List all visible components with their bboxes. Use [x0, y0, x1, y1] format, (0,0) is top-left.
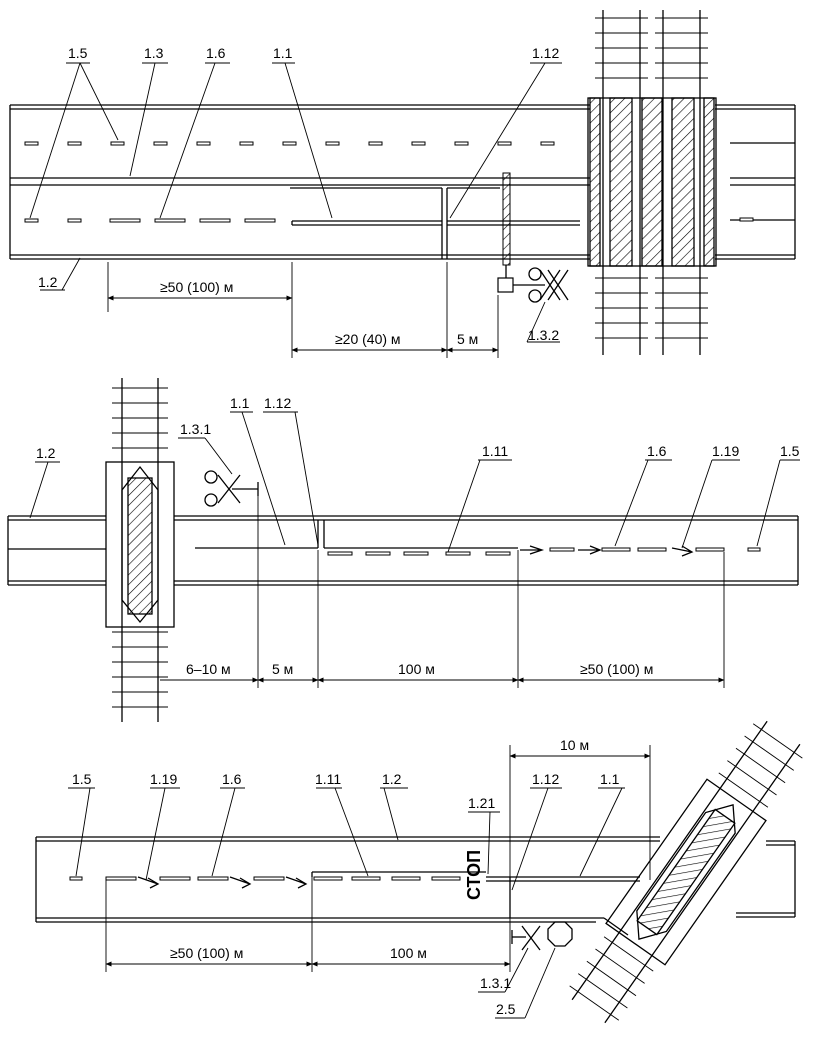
dim-50-100m: ≥50 (100) м: [580, 661, 653, 677]
dim-100m: 100 м: [390, 945, 427, 961]
label-1-5: 1.5: [68, 45, 88, 61]
road-1-edges: [9, 104, 796, 260]
road-word-stop: СТОП: [464, 850, 484, 900]
lane-line-1-5-upper: [24, 141, 754, 222]
label-1-3-1: 1.3.1: [480, 975, 511, 991]
sign-1-3-1-icon: [204, 470, 259, 507]
label-1-6: 1.6: [647, 443, 667, 459]
diagram-1: 1.5 1.3 1.6 1.1 1.12 1.2 1.3.2 ≥50 (100)…: [9, 10, 796, 358]
leader-lines-3: [68, 787, 625, 1019]
label-1-2: 1.2: [36, 445, 56, 461]
dim-100m: 100 м: [398, 661, 435, 677]
label-1-3: 1.3: [144, 45, 164, 61]
lane-line-3: [69, 876, 461, 889]
dim-5m: 5 м: [457, 331, 478, 347]
label-1-19: 1.19: [150, 771, 177, 787]
dimension-lines-3: [105, 745, 651, 972]
stop-sign-2-5-icon: [547, 921, 573, 947]
label-1-6: 1.6: [222, 771, 242, 787]
barrier-post: [497, 172, 514, 293]
road-2-edges: [7, 515, 799, 586]
dimension-lines-1: [107, 262, 499, 358]
label-1-12: 1.12: [264, 395, 291, 411]
road-3-edges: [35, 836, 796, 936]
label-1-19: 1.19: [712, 443, 739, 459]
label-1-5: 1.5: [780, 443, 800, 459]
label-1-11: 1.11: [315, 771, 341, 787]
diagram-3: СТОП: [35, 720, 803, 1024]
label-1-1: 1.1: [600, 771, 620, 787]
label-1-2: 1.2: [382, 771, 402, 787]
dim-20-40m: ≥20 (40) м: [335, 331, 401, 347]
dim-50-100m: ≥50 (100) м: [160, 279, 233, 295]
leader-lines-2: [29, 411, 800, 553]
label-2-5: 2.5: [496, 1001, 516, 1017]
label-1-12: 1.12: [532, 45, 559, 61]
label-1-1: 1.1: [230, 395, 250, 411]
railway-crossing-2: [105, 378, 175, 722]
label-1-3-2: 1.3.2: [528, 327, 559, 343]
lane-line-1-11: [327, 551, 511, 556]
lane-line-1-19-1-6: [520, 545, 761, 557]
label-1-2: 1.2: [38, 274, 58, 290]
railway-crossing-3: [569, 720, 803, 1024]
label-1-6: 1.6: [206, 45, 226, 61]
diagram-2: 1.2 1.3.1 1.1 1.12 1.11 1.6 1.19 1.5 6–1…: [7, 378, 800, 722]
label-1-12: 1.12: [532, 771, 559, 787]
dim-6-10m: 6–10 м: [186, 661, 231, 677]
label-1-5: 1.5: [72, 771, 92, 787]
label-1-3-1: 1.3.1: [180, 421, 211, 437]
leader-lines-1: [29, 62, 562, 343]
label-1-11: 1.11: [482, 443, 508, 459]
railway-crossing-1: [587, 10, 717, 355]
sign-1-3-1-icon: [511, 925, 541, 951]
label-1-21: 1.21: [468, 795, 495, 811]
lane-line-lower: [24, 187, 580, 259]
dim-50-100m: ≥50 (100) м: [170, 945, 243, 961]
dim-5m: 5 м: [272, 661, 293, 677]
dimension-lines-2: [160, 495, 725, 688]
dim-10m: 10 м: [560, 737, 589, 753]
label-1-1: 1.1: [273, 45, 293, 61]
sign-1-3-2-icon: [513, 267, 569, 303]
